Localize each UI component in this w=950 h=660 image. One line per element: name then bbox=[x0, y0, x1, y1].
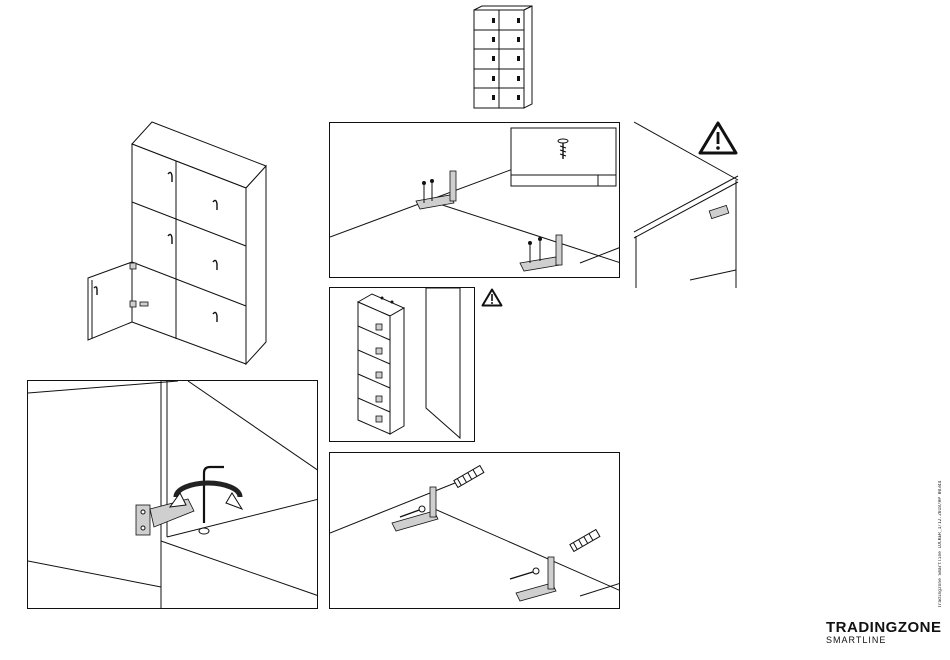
cabinet-open-door-illustration bbox=[80, 118, 270, 368]
warning-triangle-icon bbox=[698, 121, 738, 155]
panel-hinge-adjustment bbox=[27, 380, 318, 609]
panel-wall-plugs bbox=[329, 452, 620, 609]
document-code: Tradingzone Smartline LOCKER_1/12.2018/H… bbox=[938, 478, 948, 608]
panel-wall-mount-cabinet bbox=[329, 287, 475, 442]
cabinet-thumbnail bbox=[470, 4, 534, 110]
brand-subline: SMARTLINE bbox=[826, 635, 948, 645]
warning-triangle-icon-small bbox=[481, 288, 503, 307]
brand-name: TRADINGZONE bbox=[826, 620, 948, 635]
panel-bracket-screws bbox=[329, 122, 620, 278]
brand-logo: TRADINGZONE SMARTLINE bbox=[826, 620, 948, 645]
